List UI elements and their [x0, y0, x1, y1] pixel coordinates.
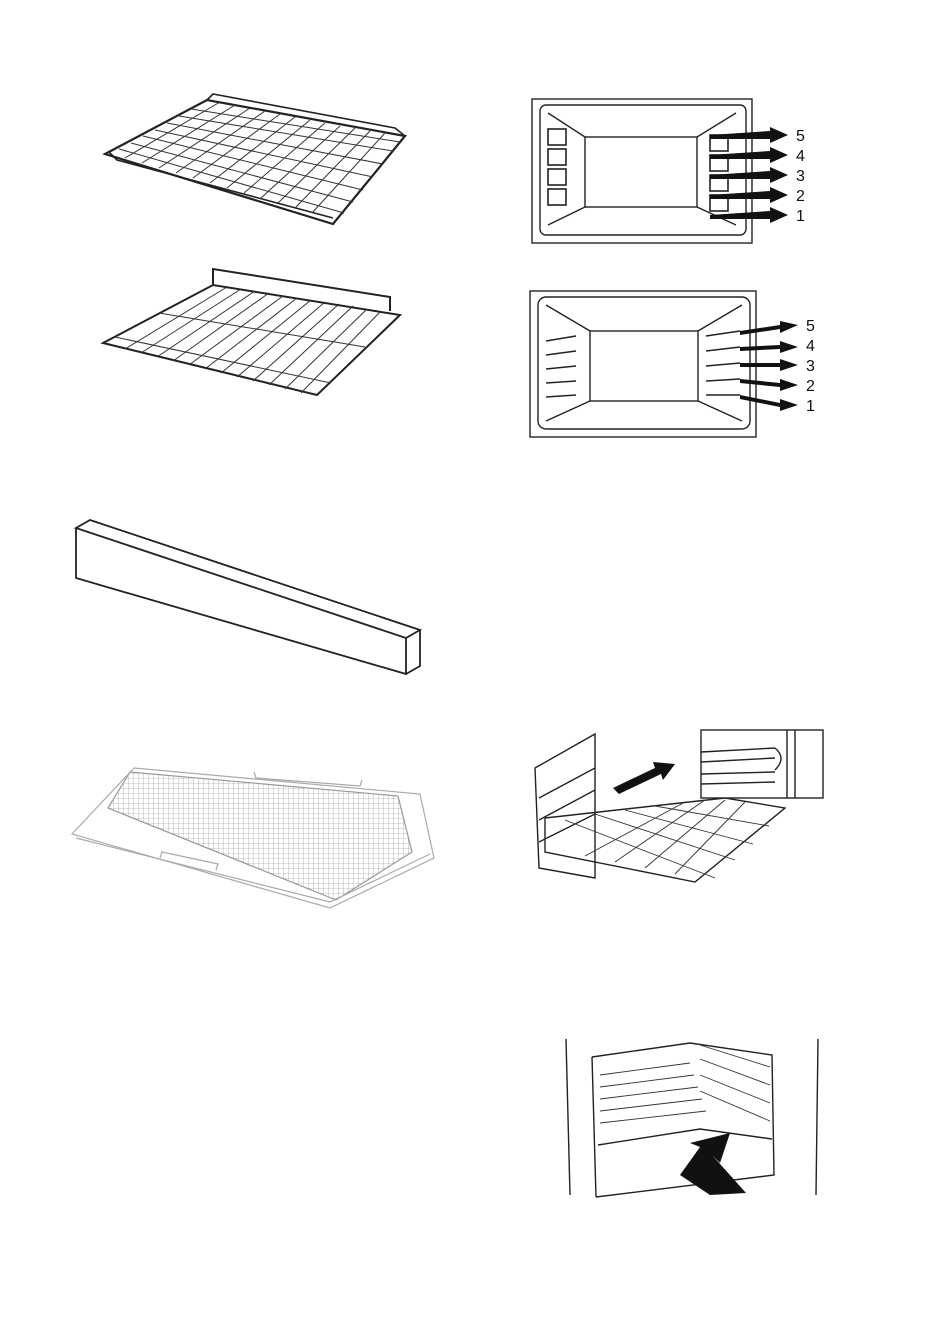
wire-level-label-1: 1	[806, 398, 815, 415]
level-label-5: 5	[796, 128, 805, 145]
wire-level-label-4: 4	[806, 338, 815, 355]
level-label-4: 4	[796, 148, 805, 165]
oven-cavity-rack-levels-drawing: 5 4 3 2 1	[530, 97, 840, 247]
wire-level-label-5: 5	[806, 318, 815, 335]
wire-rack-with-stop-illustration	[95, 265, 405, 400]
rack-slide-in-illustration	[560, 1035, 822, 1197]
level-label-2: 2	[796, 188, 805, 205]
wire-rack-with-stop-drawing	[95, 265, 405, 400]
oven-cavity-rack-levels: 5 4 3 2 1	[530, 97, 840, 247]
level-label-3: 3	[796, 168, 805, 185]
rack-insertion-drawing	[525, 728, 830, 886]
rack-slide-in-drawing	[560, 1035, 822, 1197]
level-label-1: 1	[796, 208, 805, 225]
wire-rack-drawing	[95, 92, 415, 232]
wire-rack-illustration	[95, 92, 415, 232]
wire-level-label-2: 2	[806, 378, 815, 395]
panel-illustration	[70, 518, 425, 678]
oven-cavity-wire-levels-drawing: 5 4 3 2 1	[528, 289, 838, 439]
mesh-tray-drawing	[68, 768, 440, 908]
oven-cavity-wire-levels: 5 4 3 2 1	[528, 289, 838, 439]
panel-drawing	[70, 518, 425, 678]
wire-level-label-3: 3	[806, 358, 815, 375]
mesh-tray-illustration	[68, 768, 440, 908]
rack-insertion-illustration	[525, 728, 830, 886]
